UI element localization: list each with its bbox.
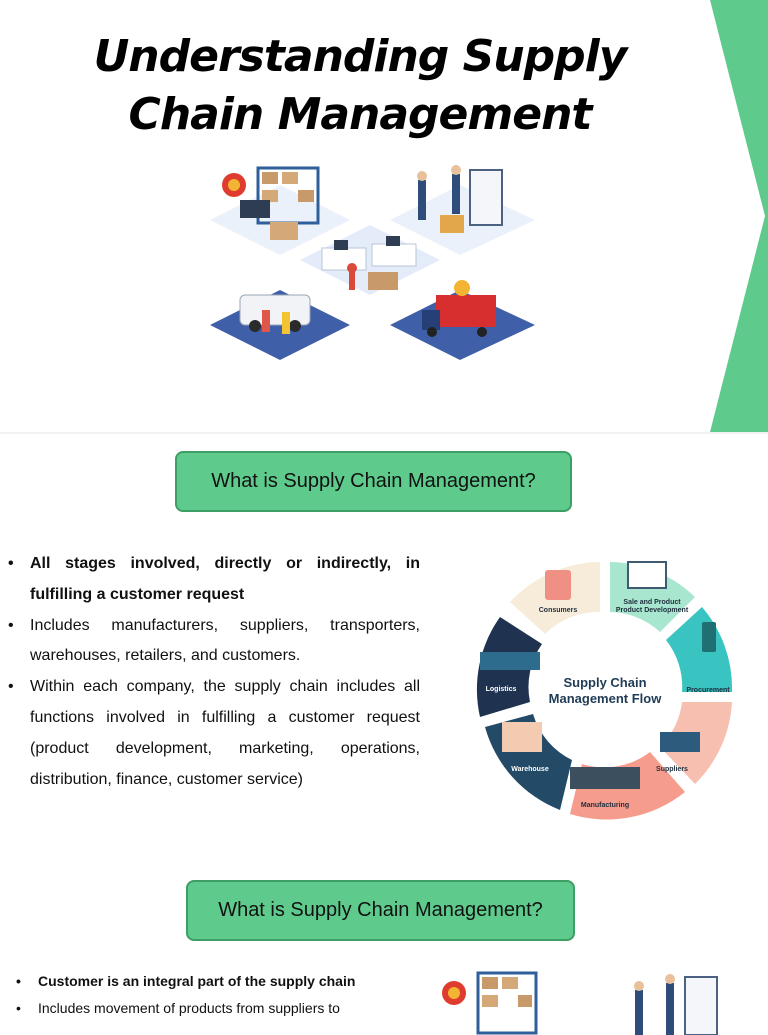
supply-chain-illustration (210, 165, 535, 360)
bullet-item: Within each company, the supply chain in… (8, 672, 420, 795)
supply-chain-flow-diagram (476, 561, 733, 820)
flow-label-sale: Sale and Product Product Development (612, 599, 692, 615)
section-heading-1: What is Supply Chain Management? (175, 451, 572, 512)
title-slide: Understanding Supply Chain Management (0, 0, 768, 432)
flow-center-line-1: Supply Chain (563, 675, 647, 690)
flow-label-sale-line-2: Product Development (615, 607, 689, 614)
bullet-item: Customer is an integral part of the supp… (16, 968, 418, 995)
flow-label-sale-line-1: Sale and Product (623, 599, 681, 606)
bullet-list-2: Customer is an integral part of the supp… (16, 968, 418, 1022)
section-heading-2: What is Supply Chain Management? (186, 880, 575, 941)
flow-label-manufacturing: Manufacturing (580, 802, 630, 809)
bullet-item: Includes manufacturers, suppliers, trans… (8, 611, 420, 673)
flow-label-warehouse: Warehouse (511, 766, 549, 773)
flow-label-suppliers: Suppliers (656, 766, 688, 773)
title-line-2: Chain Management (128, 89, 593, 140)
flow-center-title: Supply Chain Management Flow (525, 675, 685, 707)
supply-chain-illustration-2 (442, 971, 718, 1035)
flow-label-procurement: Procurement (686, 687, 730, 694)
slide-title: Understanding Supply Chain Management (40, 28, 680, 144)
flow-label-consumers: Consumers (538, 607, 578, 614)
bullet-list-1: All stages involved, directly or indirec… (8, 549, 420, 795)
title-line-1: Understanding Supply (93, 31, 628, 82)
bullet-item: All stages involved, directly or indirec… (8, 549, 420, 611)
flow-center-line-2: Management Flow (548, 691, 662, 706)
flow-label-logistics: Logistics (485, 686, 517, 693)
green-chevron-decoration (710, 0, 768, 432)
bullet-item: Includes movement of products from suppl… (16, 995, 418, 1022)
slide-divider (0, 432, 768, 434)
